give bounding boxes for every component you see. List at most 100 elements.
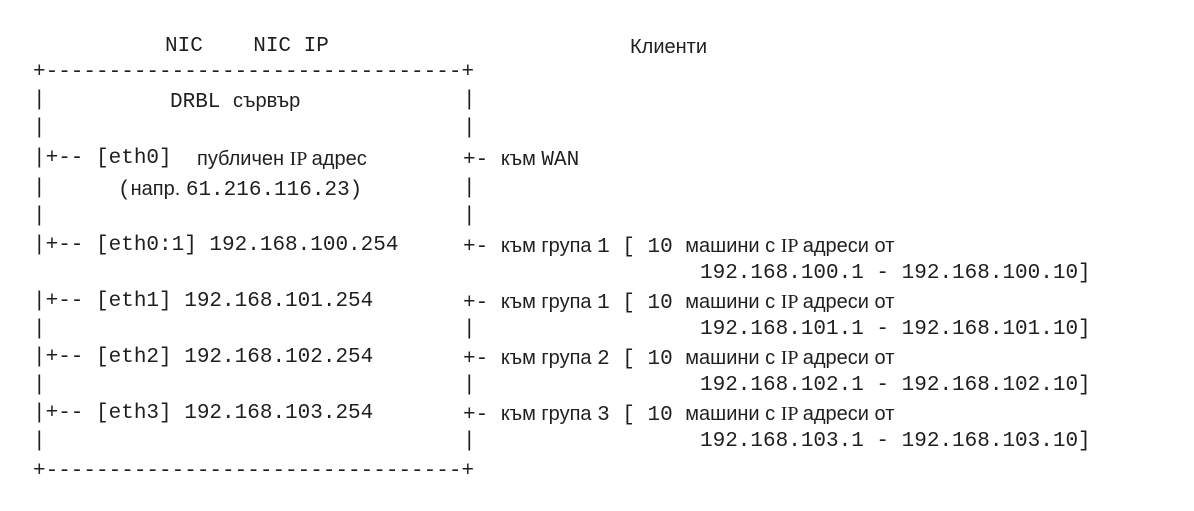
text-run: адрес <box>311 148 367 170</box>
text-run: сървър <box>233 90 301 112</box>
text-run: 2 [ 10 <box>597 348 686 371</box>
diagram-segment: | <box>33 317 46 343</box>
diagram-segment: | <box>463 317 476 343</box>
diagram-segment: +- към WAN <box>463 146 579 174</box>
diagram-segment: | <box>463 429 476 455</box>
text-run: 1 [ 10 <box>597 292 686 315</box>
diagram-segment: публичен IP адрес <box>197 146 367 172</box>
diagram-segment: | <box>33 204 46 230</box>
text-run: IP <box>780 291 803 313</box>
text-run: публичен <box>197 148 290 170</box>
diagram-segment: | <box>33 373 46 399</box>
text-run: | <box>463 205 476 228</box>
text-run: | <box>33 318 46 341</box>
text-run: +- <box>463 236 501 259</box>
diagram-segment: |+-- [eth0] <box>33 146 172 172</box>
text-run: 192.168.102.1 - 192.168.102.10] <box>700 374 1091 397</box>
text-run: ( <box>118 179 131 202</box>
diagram-segment: | <box>463 88 476 114</box>
text-run: | <box>33 117 46 140</box>
text-run: напр. <box>130 178 186 200</box>
text-run: 192.168.103.1 - 192.168.103.10] <box>700 430 1091 453</box>
text-run: | <box>33 374 46 397</box>
text-run: | <box>33 205 46 228</box>
text-run: към група <box>500 235 598 257</box>
diagram-line: | DRBL сървър | <box>0 88 1194 114</box>
diagram-segment: +- към група 2 [ 10 машини с IP адреси о… <box>463 345 894 373</box>
text-run: | <box>33 430 46 453</box>
diagram-line: || <box>0 116 1194 142</box>
diagram-segment: 192.168.102.1 - 192.168.102.10] <box>700 373 1091 399</box>
diagram-segment: 192.168.100.1 - 192.168.100.10] <box>700 261 1091 287</box>
diagram-line: NIC NIC IP Клиенти <box>0 34 1194 60</box>
text-run: към група <box>500 347 598 369</box>
diagram-segment: +---------------------------------+ <box>33 459 474 485</box>
text-run: Клиенти <box>630 36 707 58</box>
diagram-segment: DRBL сървър <box>170 88 300 116</box>
text-run: | <box>463 89 476 112</box>
text-run: DRBL <box>170 91 234 114</box>
text-run: към <box>500 148 542 170</box>
text-run: | <box>463 318 476 341</box>
diagram-segment: +---------------------------------+ <box>33 60 474 86</box>
diagram-segment: 192.168.103.1 - 192.168.103.10] <box>700 429 1091 455</box>
text-run: 61.216.116.23) <box>185 179 363 202</box>
text-run: |+-- [eth2] 192.168.102.254 <box>33 346 374 369</box>
text-run: към група <box>500 291 598 313</box>
diagram-line: |+-- [eth0:1] 192.168.100.254+- към груп… <box>0 233 1194 259</box>
diagram-line: | | 192.168.101.1 - 192.168.101.10] <box>0 317 1194 343</box>
diagram-line: | | 192.168.103.1 - 192.168.103.10] <box>0 429 1194 455</box>
text-run: NIC NIC IP <box>165 35 329 58</box>
text-run: +- <box>463 404 501 427</box>
diagram-segment: +- към група 1 [ 10 машини с IP адреси о… <box>463 289 894 317</box>
diagram-line: | (напр. 61.216.116.23) | <box>0 176 1194 202</box>
text-run: адреси от <box>802 403 895 425</box>
text-run: | <box>463 374 476 397</box>
diagram-line: +---------------------------------+ <box>0 60 1194 86</box>
diagram-segment: +- към група 1 [ 10 машини с IP адреси о… <box>463 233 894 261</box>
text-run: 192.168.100.1 - 192.168.100.10] <box>700 262 1091 285</box>
text-run: IP <box>780 347 803 369</box>
text-run: машини с <box>685 347 781 369</box>
diagram-segment: NIC NIC IP <box>165 34 329 60</box>
diagram-line: |+-- [eth1] 192.168.101.254 +- към група … <box>0 289 1194 315</box>
diagram-line: |+-- [eth3] 192.168.103.254+- към група … <box>0 401 1194 427</box>
text-run: |+-- [eth3] 192.168.103.254 <box>33 402 374 425</box>
text-run: адреси от <box>802 235 895 257</box>
diagram-segment: | <box>33 88 46 114</box>
text-run: +---------------------------------+ <box>33 61 475 84</box>
text-run: IP <box>780 235 803 257</box>
text-run: към група <box>500 403 598 425</box>
diagram-segment: 192.168.101.1 - 192.168.101.10] <box>700 317 1091 343</box>
text-run: IP <box>780 403 803 425</box>
text-run: машини с <box>685 235 781 257</box>
text-run: машини с <box>685 403 781 425</box>
diagram-line: 192.168.100.1 - 192.168.100.10] <box>0 261 1194 287</box>
diagram-line: |+-- [eth0] публичен IP адрес +- към WAN <box>0 146 1194 172</box>
text-run: машини с <box>685 291 781 313</box>
diagram-segment: |+-- [eth1] 192.168.101.254 <box>33 289 373 315</box>
text-run: адреси от <box>802 347 895 369</box>
text-run: 1 [ 10 <box>597 236 686 259</box>
text-run: адреси от <box>802 291 895 313</box>
diagram-segment: Клиенти <box>630 34 707 60</box>
text-run: |+-- [eth1] 192.168.101.254 <box>33 290 374 313</box>
text-run: | <box>33 177 46 200</box>
text-run: | <box>463 430 476 453</box>
diagram-segment: | <box>33 429 46 455</box>
diagram-segment: | <box>463 204 476 230</box>
text-run: 192.168.101.1 - 192.168.101.10] <box>700 318 1091 341</box>
diagram-segment: | <box>33 116 46 142</box>
text-run: +- <box>463 348 501 371</box>
text-run: 3 [ 10 <box>597 404 686 427</box>
diagram-segment: | <box>463 373 476 399</box>
text-run: +- <box>463 149 501 172</box>
text-run: +---------------------------------+ <box>33 460 475 483</box>
text-run: | <box>463 117 476 140</box>
diagram-line: +---------------------------------+ <box>0 459 1194 485</box>
diagram-segment: |+-- [eth3] 192.168.103.254 <box>33 401 373 427</box>
diagram-segment: | <box>463 176 476 202</box>
text-run: +- <box>463 292 501 315</box>
diagram-line: || <box>0 204 1194 230</box>
